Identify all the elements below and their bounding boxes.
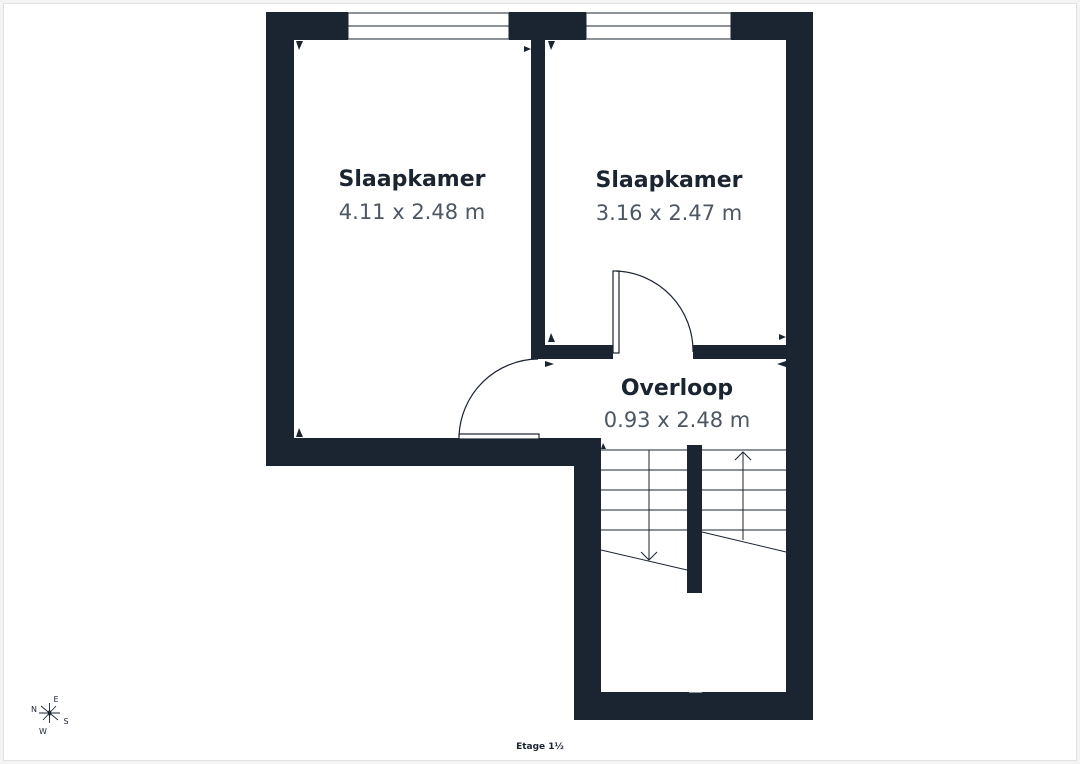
wall-right <box>786 12 813 720</box>
room-labels: Slaapkamer 4.11 x 2.48 m Slaapkamer 3.16… <box>339 167 751 432</box>
wall-overloop-left <box>531 345 613 359</box>
room-dimensions-overloop: 0.93 x 2.48 m <box>604 408 750 432</box>
wall-left <box>266 12 294 466</box>
wall-top-middle-segment <box>509 12 586 40</box>
wall-bottom <box>574 692 813 720</box>
stair-newel-wall <box>687 445 702 593</box>
compass-label-n: N <box>31 705 37 714</box>
wall-overloop-right <box>693 345 786 359</box>
room-name-bedroom-1: Slaapkamer <box>339 167 486 192</box>
compass-label-e: E <box>53 695 58 704</box>
staircase <box>600 449 787 693</box>
dimension-markers <box>296 41 786 449</box>
walls <box>266 12 813 720</box>
room-dimensions-bedroom-1: 4.11 x 2.48 m <box>339 200 485 224</box>
room-dimensions-bedroom-2: 3.16 x 2.47 m <box>596 201 742 225</box>
door-bedroom-1 <box>458 358 540 440</box>
door-bedroom-2 <box>612 270 694 354</box>
wall-bottom-left <box>266 438 601 466</box>
compass-rose-icon: N E S W <box>31 695 69 736</box>
wall-partition-bedrooms <box>531 12 545 359</box>
room-name-overloop: Overloop <box>621 376 733 401</box>
compass-label-w: W <box>39 727 47 736</box>
window-left <box>347 12 510 40</box>
windows <box>347 12 732 40</box>
window-right <box>585 12 732 40</box>
wall-stair-left <box>574 438 601 720</box>
wall-top-left-segment <box>266 12 348 40</box>
room-name-bedroom-2: Slaapkamer <box>596 168 743 193</box>
doors <box>458 270 694 440</box>
compass-label-s: S <box>63 717 68 726</box>
floor-label: Etage 1½ <box>516 741 564 752</box>
